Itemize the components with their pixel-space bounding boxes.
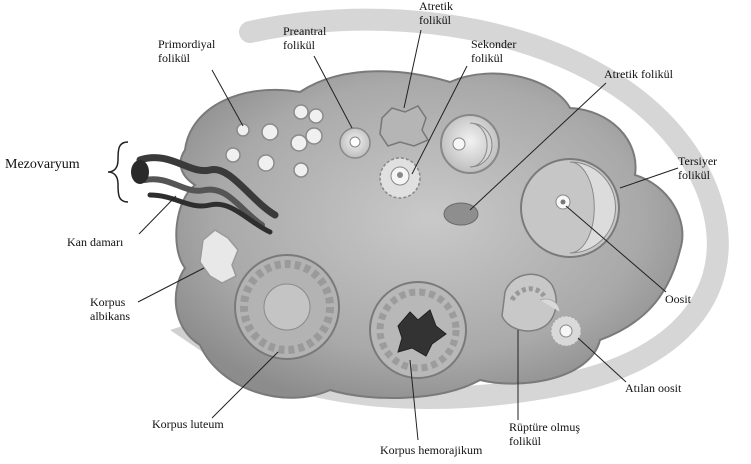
label-ruptured-2: folikül (509, 434, 542, 448)
label-mesovarium: Mezovaryum (5, 157, 80, 172)
label-secondary-1: Sekonder (471, 37, 516, 51)
label-ovulated-oocyte: Atılan oosit (625, 381, 682, 395)
label-oocyte: Oosit (665, 292, 692, 306)
secondary-follicle (380, 158, 420, 198)
label-atretic-top-2: folikül (419, 13, 452, 27)
label-tertiary-1: Tersiyer (678, 154, 717, 168)
label-atretic-right: Atretik folikül (604, 67, 674, 81)
label-atretic-top-1: Atretik (419, 0, 453, 13)
label-blood-vessel: Kan damarı (67, 235, 124, 249)
mesovarium-bracket (108, 142, 128, 202)
label-preantral-2: folikül (283, 38, 316, 52)
label-ruptured-1: Rüptüre olmuş (509, 420, 580, 434)
corpus-luteum (235, 255, 339, 359)
label-corpus-albicans-2: albikans (90, 309, 130, 323)
label-corpus-albicans-1: Korpus (90, 295, 126, 309)
label-secondary-2: folikül (471, 51, 504, 65)
ovulated-oocyte (551, 316, 581, 346)
label-preantral-1: Preantral (283, 24, 327, 38)
label-tertiary-2: folikül (678, 168, 711, 182)
label-corpus-luteum: Korpus luteum (152, 417, 224, 431)
atretic-follicle-right (444, 203, 478, 225)
label-primordial-1: Primordiyal (158, 37, 216, 51)
tertiary-follicle (521, 159, 619, 257)
preantral-follicle (340, 128, 370, 158)
label-primordial-2: folikül (158, 51, 191, 65)
antral-follicle (441, 115, 499, 173)
atretic-follicle-top (380, 106, 428, 146)
label-corpus-hemorrhagicum: Korpus hemorajikum (380, 443, 483, 457)
corpus-hemorrhagicum (370, 282, 466, 378)
